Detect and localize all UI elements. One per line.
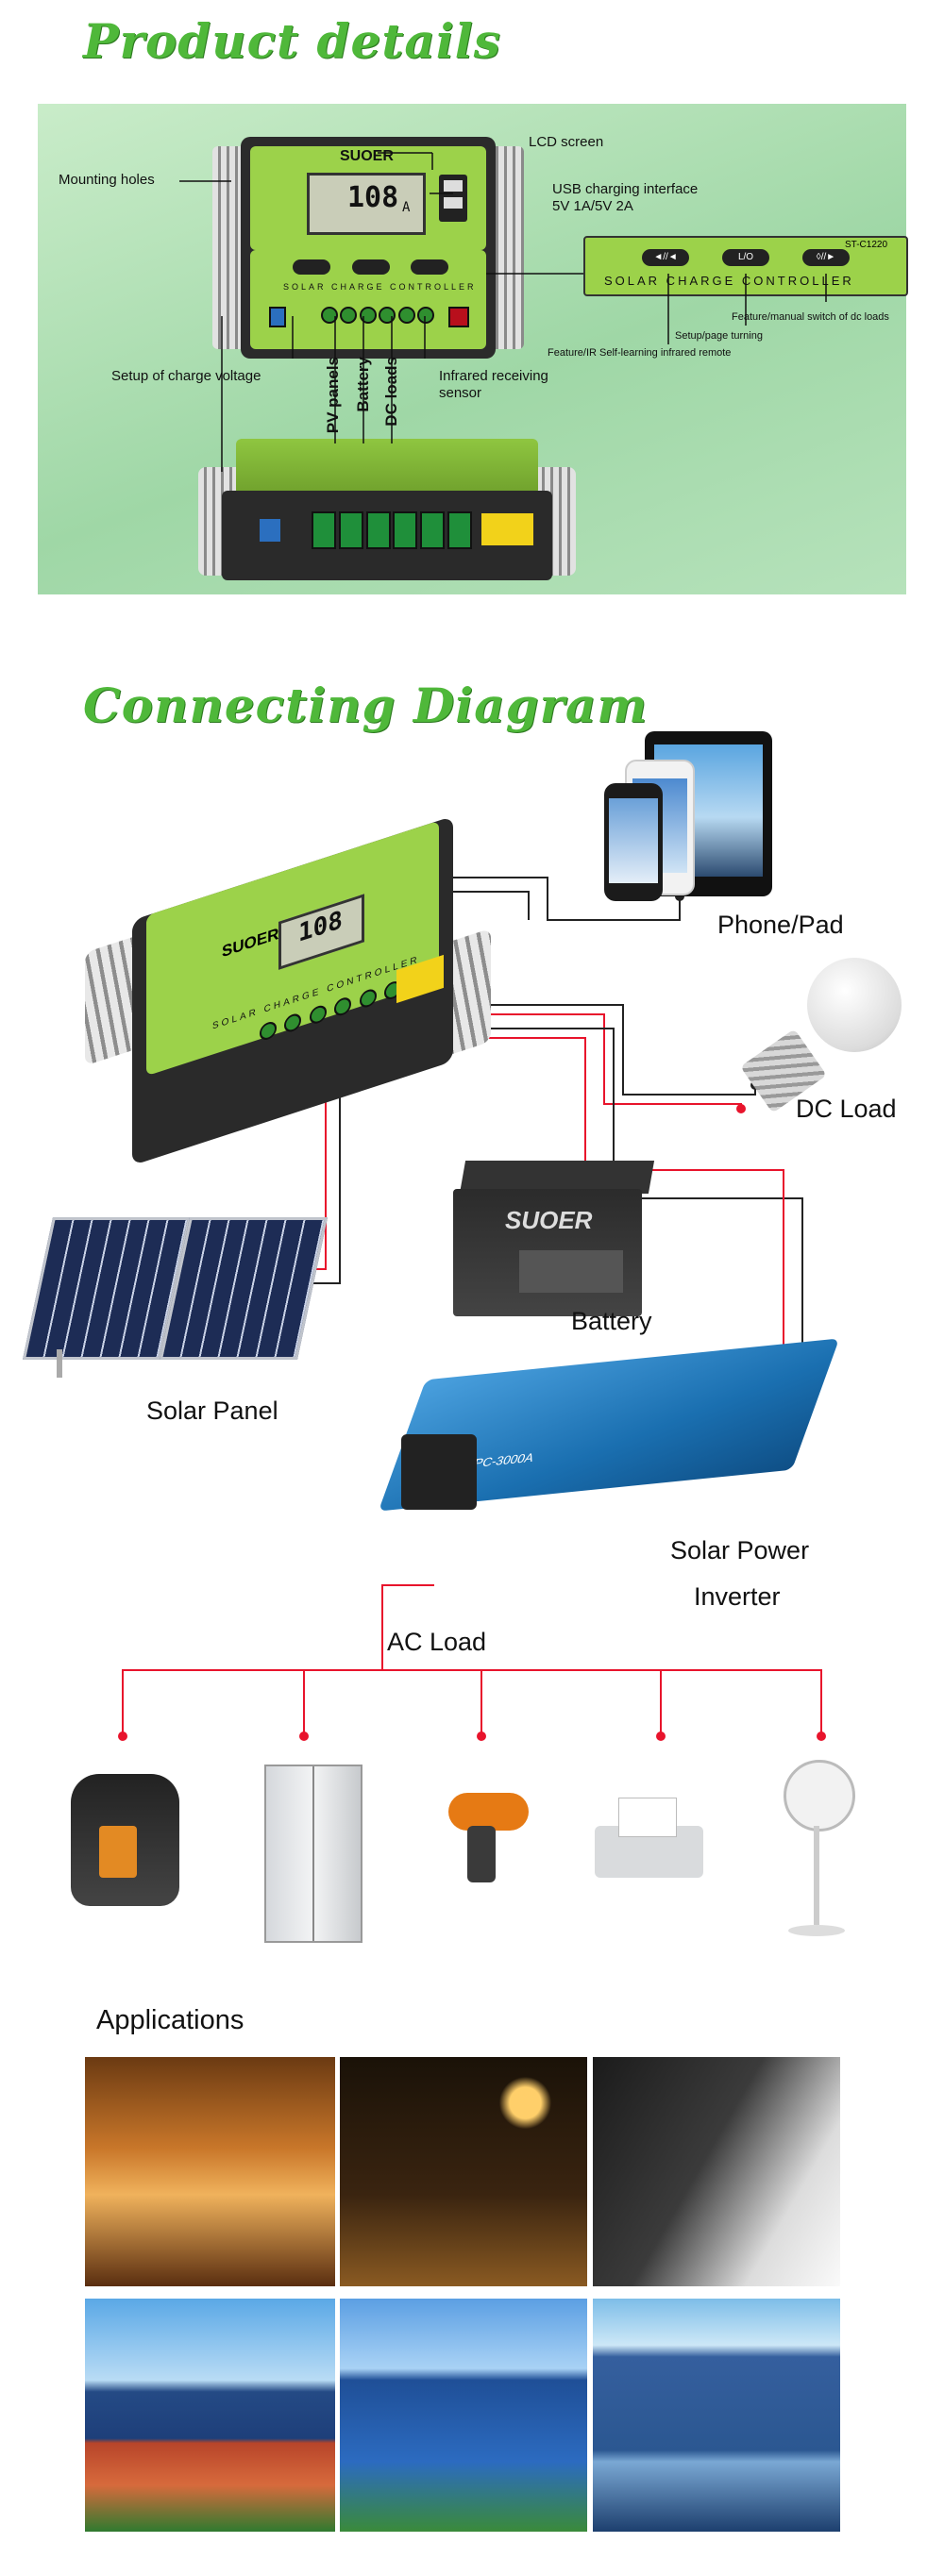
- product-details-title: Product details: [83, 13, 501, 69]
- zoom-button-3[interactable]: ◊//►: [802, 249, 850, 266]
- zoom-button-2[interactable]: L/O: [722, 249, 769, 266]
- solar-panel-stand: [57, 1349, 62, 1378]
- diagram-lcd: 108: [278, 894, 364, 970]
- closeup-top: [236, 439, 538, 495]
- product-details-panel: SUOER 108 A ST-C1220 SOLAR CHARGE CONTRO…: [38, 104, 908, 594]
- label-phone-pad: Phone/Pad: [717, 911, 844, 939]
- label-battery: Battery: [571, 1307, 652, 1335]
- closeup-switch[interactable]: [260, 519, 280, 542]
- app-photo-street-night: [340, 2057, 587, 2286]
- refrigerator: [264, 1765, 362, 1943]
- app-photo-dining-room: [85, 2057, 335, 2286]
- center-button[interactable]: [351, 259, 390, 275]
- led-bulb: [807, 958, 902, 1052]
- power-drill: [430, 1783, 533, 1897]
- callout-infrared-line2: sensor: [439, 385, 482, 401]
- connecting-diagram-title: Connecting Diagram: [83, 677, 649, 733]
- inverter-front: [401, 1434, 477, 1510]
- zoom-model: ST-C1220: [845, 240, 888, 250]
- controller-name: SOLAR CHARGE CONTROLLER: [283, 282, 477, 292]
- zoom-button-1[interactable]: ◄//◄: [642, 249, 689, 266]
- callout-usb-line1: USB charging interface: [552, 181, 699, 197]
- diagram-controller: SUOER 108 SOLAR CHARGE CONTROLLER: [85, 815, 519, 1166]
- diagram-lcd-reading: 108: [298, 905, 343, 949]
- callout-usb-line2: 5V 1A/5V 2A: [552, 198, 633, 214]
- app-photo-solar-field-sky: [340, 2299, 587, 2532]
- callout-feature-ir: Feature/IR Self-learning infrared remote: [548, 347, 732, 359]
- zoom-button-1-label: ◄//◄: [653, 252, 678, 262]
- callout-lcd-screen: LCD screen: [529, 134, 604, 150]
- terminal-knob: [397, 307, 415, 324]
- controller-front: SUOER 108 A ST-C1220 SOLAR CHARGE CONTRO…: [212, 137, 524, 359]
- callout-dc-loads: DC loads: [382, 357, 400, 427]
- closeup-warning-label: [481, 513, 533, 545]
- terminal-closeup: [198, 439, 576, 580]
- callout-battery: Battery: [354, 357, 372, 412]
- closeup-terminals: [312, 511, 472, 549]
- callout-feature-manual: Feature/manual switch of dc loads: [732, 311, 889, 323]
- phone-black: [604, 783, 663, 901]
- lcd-screen: 108 A: [307, 173, 426, 235]
- callout-mounting-holes: Mounting holes: [59, 172, 155, 188]
- callout-charge-voltage: Setup of charge voltage: [111, 368, 261, 384]
- voltage-switch[interactable]: [269, 307, 286, 327]
- rice-cooker: [71, 1774, 179, 1906]
- label-ac-load: AC Load: [387, 1628, 487, 1656]
- lcd-unit: A: [402, 200, 411, 215]
- battery: SUOER: [453, 1161, 656, 1321]
- app-photo-business: [593, 2057, 840, 2286]
- controller-top-face: SUOER 108 A: [250, 146, 486, 250]
- zoom-controller-name: SOLAR CHARGE CONTROLLER: [604, 274, 854, 288]
- applications-title: Applications: [96, 2005, 244, 2035]
- battery-body: SUOER: [453, 1189, 642, 1316]
- usb-ports: [439, 175, 467, 222]
- printer: [576, 1798, 708, 1892]
- lcd-reading: 108: [347, 181, 399, 214]
- callout-pv-panels: PV panels: [324, 357, 342, 434]
- right-button[interactable]: [411, 259, 448, 275]
- infrared-sensor: [448, 307, 469, 327]
- closeup-base: [222, 491, 552, 580]
- callout-infrared-line1: Infrared receiving: [439, 368, 548, 384]
- label-solar-panel: Solar Panel: [146, 1397, 278, 1425]
- terminal-knob: [340, 307, 358, 324]
- callout-lines: [179, 152, 827, 472]
- battery-brand: SUOER: [505, 1206, 593, 1234]
- zoom-button-2-label: L/O: [737, 252, 754, 262]
- label-inverter-line1: Solar Power: [670, 1536, 810, 1564]
- battery-label-plate: [519, 1250, 623, 1293]
- solar-panel: [22, 1217, 329, 1378]
- app-photo-solar-array: [593, 2299, 840, 2532]
- terminal-knob: [321, 307, 338, 324]
- label-inverter-line2: Inverter: [694, 1582, 781, 1611]
- standing-fan: [774, 1760, 859, 1939]
- button-row: [293, 259, 448, 276]
- left-button[interactable]: [293, 259, 330, 275]
- inverter: FPC-3000A: [378, 1338, 840, 1514]
- label-dc-load: DC Load: [796, 1095, 897, 1123]
- callout-setup-page: Setup/page turning: [675, 330, 763, 342]
- app-photo-rooftop: [85, 2299, 335, 2532]
- terminal-knob: [416, 307, 434, 324]
- solar-panel-right: [159, 1217, 329, 1360]
- diagram-brand: SUOER: [222, 924, 279, 962]
- controller-lower-face: SOLAR CHARGE CONTROLLER: [250, 250, 486, 349]
- zoom-button-3-label: ◊//►: [816, 252, 836, 262]
